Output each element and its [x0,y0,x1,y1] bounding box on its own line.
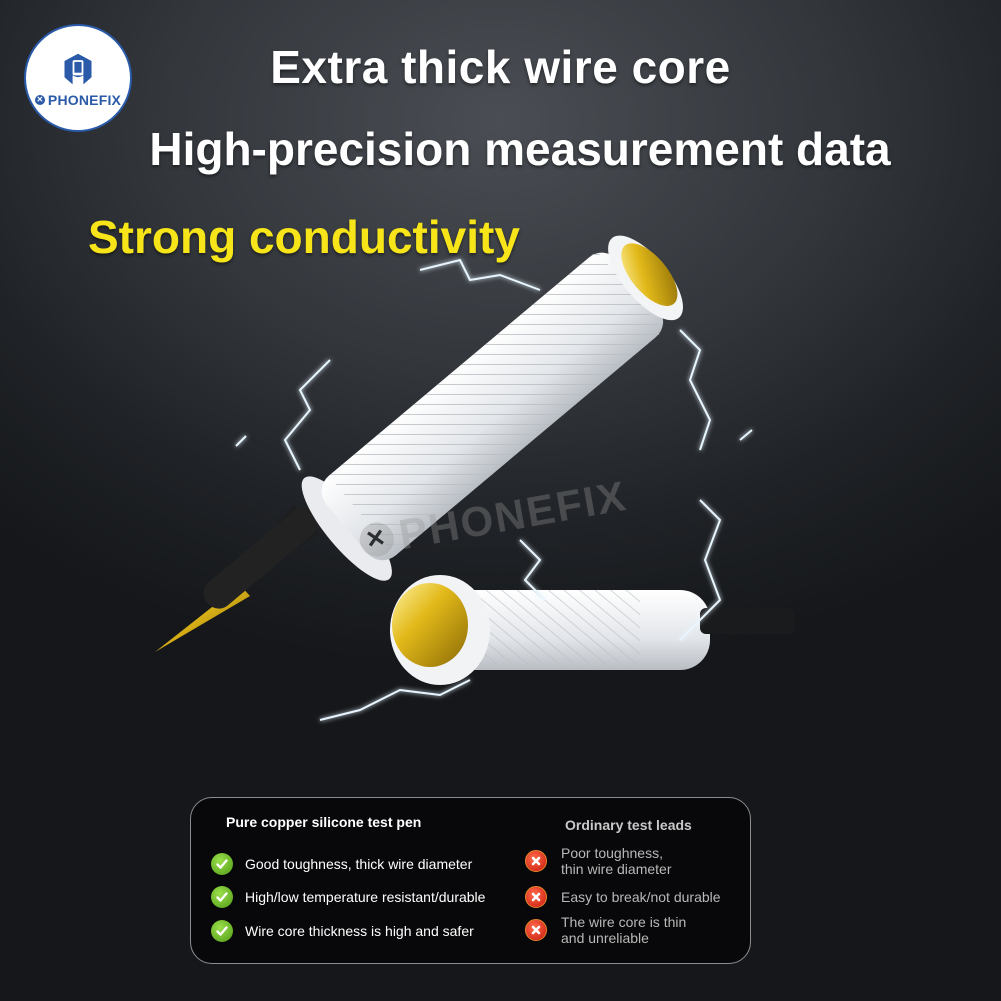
headline-line-3: Strong conductivity [88,211,520,263]
comparison-panel: Pure copper silicone test pen Ordinary t… [190,797,751,964]
good-item: Wire core thickness is high and safer [211,920,474,942]
x-circle-icon [525,919,547,941]
bad-item: Easy to break/not durable [525,886,721,908]
check-circle-icon [211,853,233,875]
check-circle-icon [211,886,233,908]
logo-text: PHONEFIX [47,92,122,108]
good-item: High/low temperature resistant/durable [211,886,485,908]
x-circle-icon [525,850,547,872]
logo-wordmark: ✕ PHONEFIX [34,92,122,108]
brand-x-icon: ✕ [357,519,397,560]
bad-item: Poor toughness,thin wire diameter [525,845,672,877]
wrench-phone-icon [64,53,92,85]
headline-line-2: High-precision measurement data [149,123,891,175]
x-circle-icon [525,886,547,908]
phonefix-logo: ✕ PHONEFIX [24,24,132,132]
brand-x-icon: ✕ [34,95,45,105]
lightning-effect [235,258,753,721]
good-item: Good toughness, thick wire diameter [211,853,472,875]
bad-column-title: Ordinary test leads [565,817,692,833]
headline-line-1: Extra thick wire core [270,41,731,93]
good-column-title: Pure copper silicone test pen [226,814,422,830]
check-circle-icon [211,920,233,942]
